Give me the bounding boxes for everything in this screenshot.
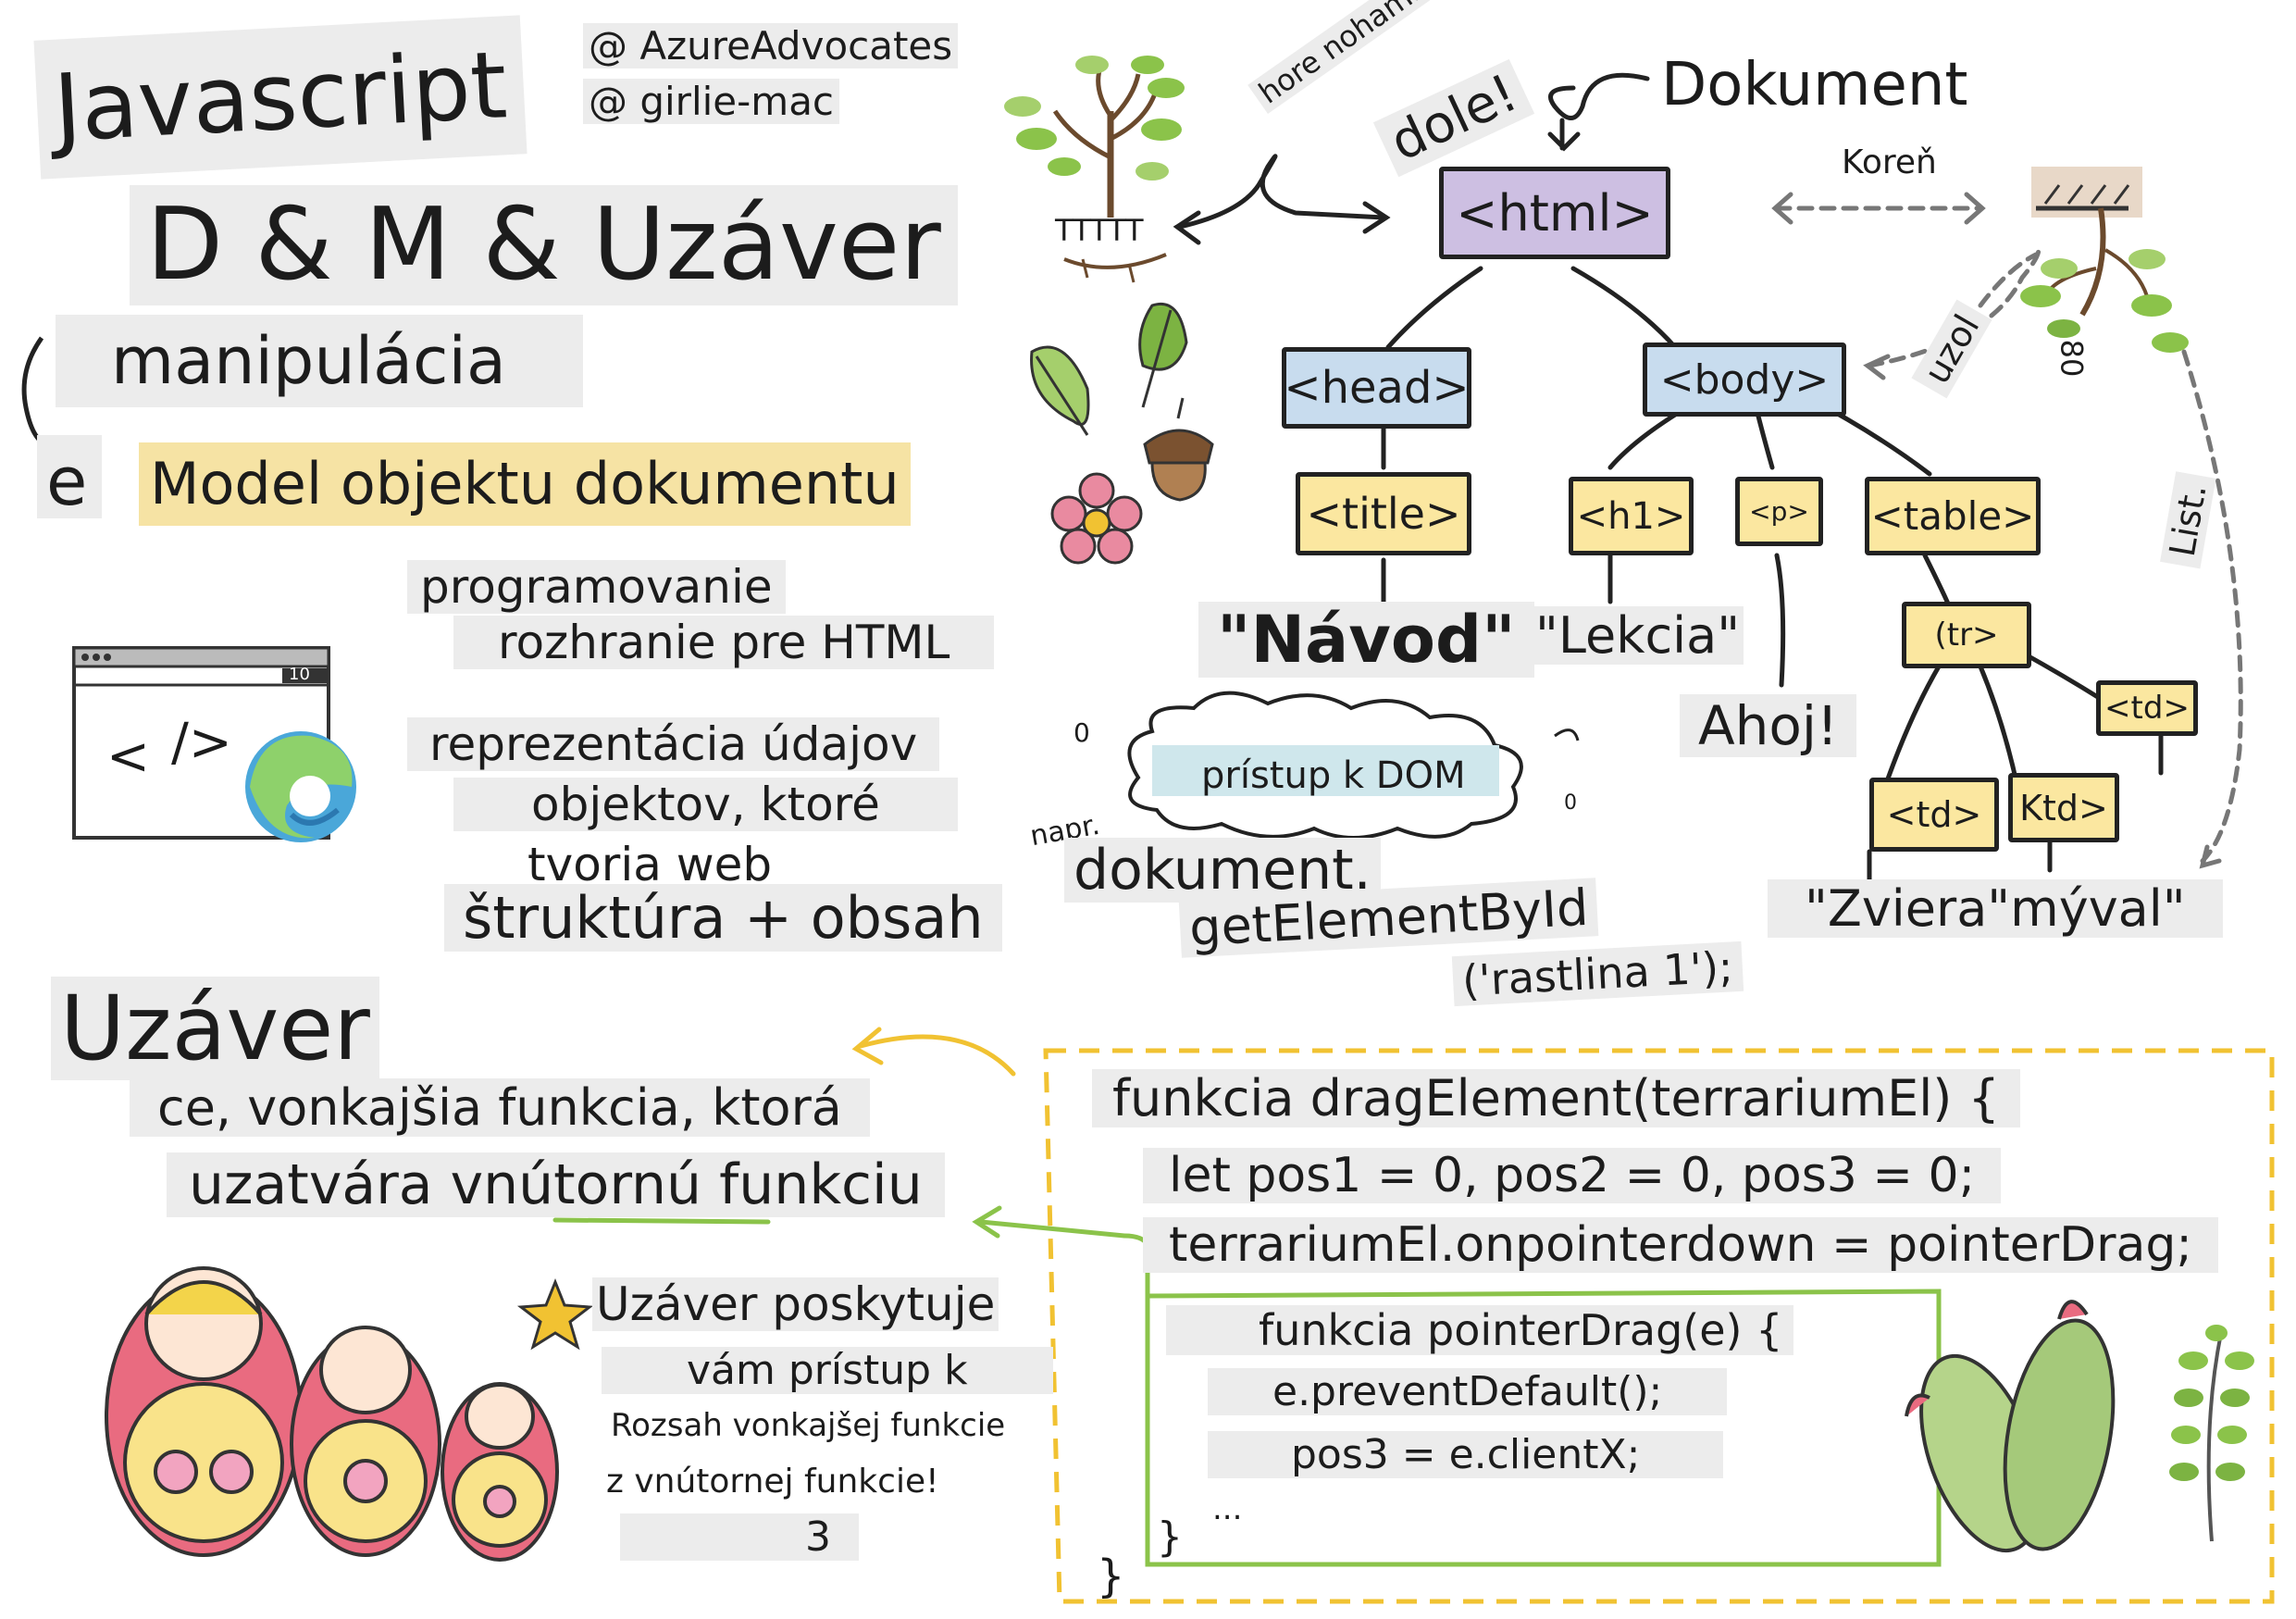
closure-note4: z vnútornej funkcie!: [606, 1463, 939, 1501]
node-td-left: <td>: [1869, 778, 1999, 852]
closure-arrow: [851, 1027, 1016, 1077]
title-e: e: [37, 435, 102, 520]
plant-root-icon: [2020, 167, 2189, 353]
browser-code-slash: />: [171, 713, 232, 773]
intro-line4: objektov, ktoré: [453, 778, 958, 831]
browser-code-lt: <: [106, 727, 150, 787]
code-frame: [1043, 1048, 2275, 1604]
dashed-arrows: [1774, 205, 2243, 864]
leaf-icon: [1030, 303, 1188, 436]
label-root: Koreň: [1842, 143, 1937, 181]
cloud-icon: [1127, 691, 1580, 840]
code-inner-close: }: [1157, 1513, 1183, 1561]
zero-left: 0: [1074, 717, 1090, 748]
intro-line1: programovanie: [407, 560, 786, 614]
node-html: <html>: [1439, 167, 1670, 259]
node-head: <head>: [1282, 347, 1471, 429]
closure-heading: Uzáver: [51, 977, 379, 1080]
node-body: <body>: [1643, 342, 1846, 417]
cactus-icon: [1905, 1300, 2116, 1553]
title-subtitle: D & M & Uzáver: [130, 185, 958, 305]
node-td-right: <td>: [2096, 680, 2198, 736]
code-line-1: funkcia dragElement(terrariumEl) {: [1092, 1069, 2020, 1127]
plant-upside-down-icon: [1004, 56, 1185, 283]
text-ahoj: Ahoj!: [1680, 694, 1857, 757]
credit-azure: @ AzureAdvocates: [583, 23, 959, 68]
code-inner-3: pos3 = e.clientX;: [1208, 1431, 1724, 1478]
closure-desc2: uzatvára vnútornú funkciu: [167, 1152, 945, 1217]
text-navod: "Návod": [1198, 602, 1534, 678]
credit-girlie: @ girlie-mac: [583, 79, 840, 124]
node-p: <p>: [1735, 477, 1823, 546]
title-manipulation: manipulácia: [56, 315, 583, 407]
closure-note3: Rozsah vonkajšej funkcie: [611, 1407, 1006, 1444]
node-tr: (tr>: [1902, 602, 2031, 668]
code-line-2: let pos1 = 0, pos2 = 0, pos3 = 0;: [1143, 1148, 2002, 1203]
node-table: <table>: [1865, 477, 2041, 555]
code-inner-2: e.preventDefault();: [1208, 1368, 1728, 1415]
intro-line5: tvoria web: [527, 838, 773, 886]
code-dokument: dokument.: [1064, 838, 1381, 903]
closure-note1: Uzáver poskytuje: [592, 1277, 999, 1331]
tree-document-label: Dokument: [1661, 51, 1968, 119]
zero-right: 0: [1564, 791, 1577, 815]
code-inner-1: funkcia pointerDrag(e) {: [1166, 1305, 1794, 1355]
intro-line6: štruktúra + obsah: [444, 884, 1002, 952]
flower-icon: [1050, 472, 1143, 565]
closure-desc1: ce, vonkajšia funkcia, ktorá: [130, 1078, 870, 1137]
label-number: 80: [2054, 339, 2090, 378]
text-zviera: "Zviera"mýval": [1768, 879, 2223, 938]
acorn-icon: [1143, 397, 1214, 502]
code-outer-close: }: [1097, 1551, 1125, 1602]
node-td-middle: Ktd>: [2008, 773, 2119, 842]
node-title: <title>: [1296, 472, 1471, 555]
document-arrow: [1547, 72, 1650, 152]
star-icon: [516, 1277, 594, 1351]
code-line-3: terrariumEl.onpointerdown = pointerDrag;: [1143, 1217, 2218, 1273]
intro-line3: reprezentácia údajov: [407, 717, 940, 771]
cloud-text: prístup k DOM: [1201, 754, 1466, 797]
closure-note5: 3: [620, 1513, 859, 1561]
inner-function-frame: [552, 1205, 1942, 1567]
title-javascript: Javascript: [33, 15, 527, 180]
closure-note2: vám prístup k: [602, 1347, 1053, 1394]
intro-line2: rozhranie pre HTML: [453, 616, 995, 669]
bracket-mark: [21, 336, 48, 447]
edge-logo-icon: [245, 731, 356, 842]
fern-icon: [2169, 1325, 2254, 1542]
label-roots: TTTTT: [1055, 213, 1144, 248]
text-lekcia: "Lekcia": [1532, 606, 1744, 665]
matryoshka-dolls-icon: [105, 1266, 559, 1562]
browser-tab-number: 10: [289, 665, 310, 684]
upside-down-arrow: [1173, 154, 1391, 245]
code-inner-ellipsis: ...: [1212, 1490, 1243, 1527]
node-h1: <h1>: [1569, 477, 1694, 555]
title-dom-full: Model objektu dokumentu: [139, 442, 911, 526]
